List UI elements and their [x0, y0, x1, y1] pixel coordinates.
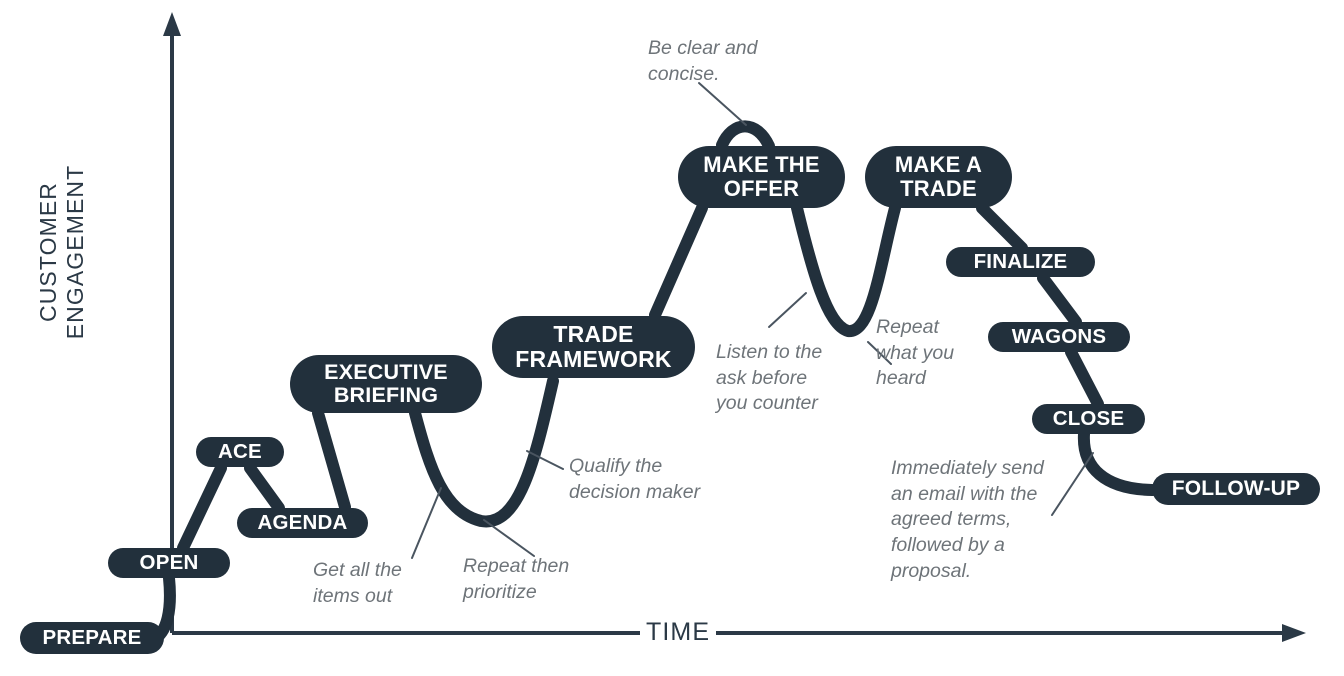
curve-ace-to-agenda	[244, 462, 285, 514]
curve-executive-briefing-to-trade-framework	[409, 375, 559, 528]
x-axis-label: TIME	[640, 618, 717, 647]
curve-agenda-to-executive-briefing	[312, 407, 351, 513]
stage-pill-ace[interactable]: ACE	[196, 437, 284, 467]
y-axis-label: CUSTOMER ENGAGEMENT	[35, 164, 88, 340]
stage-label-wagons: WAGONS	[1011, 324, 1107, 348]
leader-be-clear-and-concise	[698, 82, 747, 126]
annotation-repeat-what-you-heard: Repeat what you heard	[876, 316, 955, 390]
stage-label-make-the-offer-line1: MAKE THE	[703, 152, 820, 178]
annotation-qualify-the-decision-maker: Qualify the decision maker	[569, 455, 701, 503]
stage-pill-close[interactable]: CLOSE	[1032, 404, 1145, 434]
stage-label-agenda: AGENDA	[257, 510, 348, 534]
curve-close-to-follow-up	[1077, 428, 1158, 496]
stage-label-trade-framework: TRADE FRAMEWORK	[515, 322, 671, 372]
curve-open-to-ace	[177, 462, 227, 554]
stage-label-make-the-offer-line2: OFFER	[723, 176, 800, 201]
stage-label-executive-briefing: EXECUTIVE BRIEFING	[324, 359, 448, 407]
annotation-immediately-send-email: Immediately send an email with the agree…	[891, 457, 1044, 582]
leader-listen-to-the-ask	[768, 292, 807, 328]
stage-pill-prepare[interactable]: PREPARE	[20, 622, 164, 654]
stage-pill-make-a-trade[interactable]: MAKE A TRADE	[865, 146, 1012, 208]
leader-repeat-what-you-heard	[867, 341, 892, 365]
curve-offer-top-arc	[716, 120, 775, 152]
stage-pill-wagons[interactable]: WAGONS	[988, 322, 1130, 352]
stage-label-make-a-trade-line2: TRADE	[900, 176, 977, 201]
stage-pill-finalize[interactable]: FINALIZE	[946, 247, 1095, 277]
annotation-get-all-the-items-out: Get all the items out	[313, 559, 402, 607]
stage-pill-executive-briefing[interactable]: EXECUTIVE BRIEFING	[290, 355, 482, 413]
curve-make-a-trade-to-finalize	[976, 202, 1028, 254]
stage-label-ace: ACE	[218, 439, 262, 463]
y-axis-arrowhead	[163, 12, 181, 36]
annotation-repeat-then-prioritize: Repeat then prioritize	[463, 555, 570, 603]
leader-immediately-send-email	[1051, 452, 1094, 516]
stage-label-executive-briefing-line1: EXECUTIVE	[324, 359, 448, 384]
leader-repeat-then-prioritize	[483, 519, 535, 557]
stage-label-make-a-trade: MAKE A TRADE	[895, 153, 982, 201]
annotation-listen-to-the-ask: Listen to the ask before you counter	[716, 341, 823, 415]
stage-label-executive-briefing-line2: BRIEFING	[333, 383, 439, 407]
curve-trade-framework-to-make-the-offer	[649, 202, 708, 321]
stage-label-close: CLOSE	[1052, 406, 1125, 430]
curve-wagons-to-close	[1065, 346, 1104, 410]
leader-qualify-the-decision-maker	[526, 450, 564, 470]
stage-pill-open[interactable]: OPEN	[108, 548, 230, 578]
stage-pill-trade-framework[interactable]: TRADE FRAMEWORK	[492, 316, 695, 378]
stage-label-finalize: FINALIZE	[973, 249, 1068, 273]
stage-pill-agenda[interactable]: AGENDA	[237, 508, 368, 538]
x-axis-arrowhead	[1282, 624, 1306, 642]
annotation-be-clear-and-concise: Be clear and concise.	[648, 37, 758, 85]
stage-label-trade-framework-line1: TRADE	[553, 321, 634, 348]
stage-label-trade-framework-line2: FRAMEWORK	[515, 346, 672, 372]
stage-label-make-the-offer: MAKE THE OFFER	[703, 153, 820, 201]
curve-make-the-offer-to-make-a-trade	[791, 202, 901, 337]
stage-label-follow-up: FOLLOW-UP	[1171, 476, 1301, 500]
stage-label-prepare: PREPARE	[42, 625, 142, 649]
stage-label-open: OPEN	[139, 550, 199, 574]
leader-get-all-the-items-out	[411, 487, 442, 559]
stage-pill-follow-up[interactable]: FOLLOW-UP	[1152, 473, 1320, 505]
stage-pill-make-the-offer[interactable]: MAKE THE OFFER	[678, 146, 845, 208]
curve-finalize-to-wagons	[1037, 272, 1082, 328]
stage-label-make-a-trade-line1: MAKE A	[894, 152, 983, 178]
